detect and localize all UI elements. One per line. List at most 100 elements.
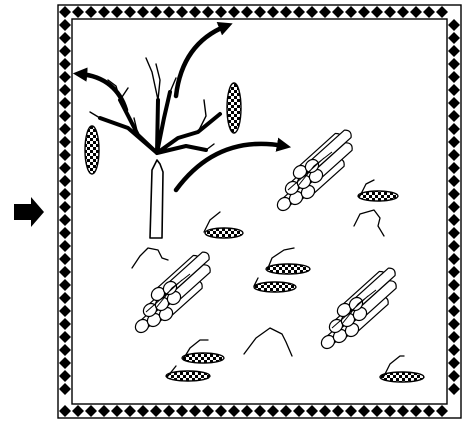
checkered-chip-icon: [265, 263, 311, 275]
log-pile: [134, 251, 211, 334]
loose-twigs: [131, 179, 405, 377]
border-diamond: [423, 405, 435, 417]
border-diamond: [319, 6, 331, 18]
border-diamond: [448, 383, 460, 395]
border-diamond: [397, 6, 409, 18]
border-diamond: [448, 370, 460, 382]
tree-twigs: [89, 57, 215, 151]
border-diamond: [448, 19, 460, 31]
border-diamond: [448, 84, 460, 96]
border-diamond: [228, 405, 240, 417]
border-diamond: [59, 253, 71, 265]
border-diamond: [150, 6, 162, 18]
border-diamond: [59, 292, 71, 304]
border-diamond: [85, 6, 97, 18]
border-diamond: [448, 201, 460, 213]
border-diamond: [448, 110, 460, 122]
border-diamond: [215, 405, 227, 417]
border-diamond: [448, 344, 460, 356]
border-diamond: [371, 405, 383, 417]
border-diamond: [448, 305, 460, 317]
border-diamond: [448, 136, 460, 148]
border-diamond: [448, 58, 460, 70]
border-diamond: [59, 162, 71, 174]
border-diamond: [59, 331, 71, 343]
checkered-chip-icon: [357, 190, 399, 202]
border-diamond: [59, 305, 71, 317]
border-diamond: [59, 405, 71, 417]
border-diamond: [189, 405, 201, 417]
branch-arrow-left-icon: [72, 67, 129, 113]
border-diamond: [358, 6, 370, 18]
border-diamond: [332, 405, 344, 417]
border-diamond: [448, 357, 460, 369]
border-diamond: [59, 227, 71, 239]
border-diamond: [436, 405, 448, 417]
log-piles: [134, 129, 397, 350]
border-diamond: [267, 6, 279, 18]
border-diamond: [59, 6, 71, 18]
tree-trunk: [149, 159, 164, 239]
border-diamond: [293, 405, 305, 417]
entry-arrow-icon: [14, 197, 44, 227]
checkered-chip-icon: [226, 82, 242, 134]
border-diamond: [59, 32, 71, 44]
border-diamond: [85, 405, 97, 417]
border-diamond: [345, 405, 357, 417]
border-diamond: [163, 405, 175, 417]
border-diamond: [59, 188, 71, 200]
border-diamond: [137, 405, 149, 417]
border-diamond: [423, 6, 435, 18]
checkered-chip-icon: [379, 371, 425, 383]
border-diamond: [254, 6, 266, 18]
checkered-chip-icon: [181, 352, 225, 364]
border-diamond: [448, 123, 460, 135]
diamond-border: [57, 4, 462, 419]
border-diamond: [59, 383, 71, 395]
border-diamond: [202, 405, 214, 417]
border-diamond: [59, 149, 71, 161]
branch-arrow-right-icon: [173, 137, 292, 193]
border-diamond: [448, 32, 460, 44]
border-diamond: [98, 6, 110, 18]
border-diamond: [410, 405, 422, 417]
border-diamond: [59, 214, 71, 226]
border-diamond: [280, 6, 292, 18]
border-diamond: [448, 279, 460, 291]
border-diamond: [59, 357, 71, 369]
border-diamond: [111, 6, 123, 18]
border-diamond: [111, 405, 123, 417]
border-diamond: [448, 214, 460, 226]
border-diamond: [371, 6, 383, 18]
checkered-chip-icon: [253, 281, 297, 293]
border-diamond: [59, 84, 71, 96]
border-diamond: [176, 405, 188, 417]
border-diamond: [124, 405, 136, 417]
border-diamond: [448, 318, 460, 330]
border-diamond: [410, 6, 422, 18]
border-diamond: [59, 279, 71, 291]
border-diamond: [345, 6, 357, 18]
border-diamond: [384, 405, 396, 417]
border-diamond: [448, 266, 460, 278]
border-diamond: [448, 162, 460, 174]
border-diamond: [59, 318, 71, 330]
border-diamond: [241, 405, 253, 417]
border-diamond: [59, 58, 71, 70]
branch-arrows: [72, 21, 292, 193]
border-diamond: [59, 266, 71, 278]
border-diamond: [448, 227, 460, 239]
border-diamond: [448, 71, 460, 83]
border-diamond: [448, 97, 460, 109]
border-diamond: [448, 331, 460, 343]
border-diamond: [59, 136, 71, 148]
branch-arrow-up-icon: [173, 21, 233, 99]
border-diamond: [448, 188, 460, 200]
border-diamond: [306, 405, 318, 417]
border-diamond: [267, 405, 279, 417]
border-diamond: [59, 344, 71, 356]
border-diamond: [436, 6, 448, 18]
border-diamond: [59, 123, 71, 135]
border-diamond: [306, 6, 318, 18]
